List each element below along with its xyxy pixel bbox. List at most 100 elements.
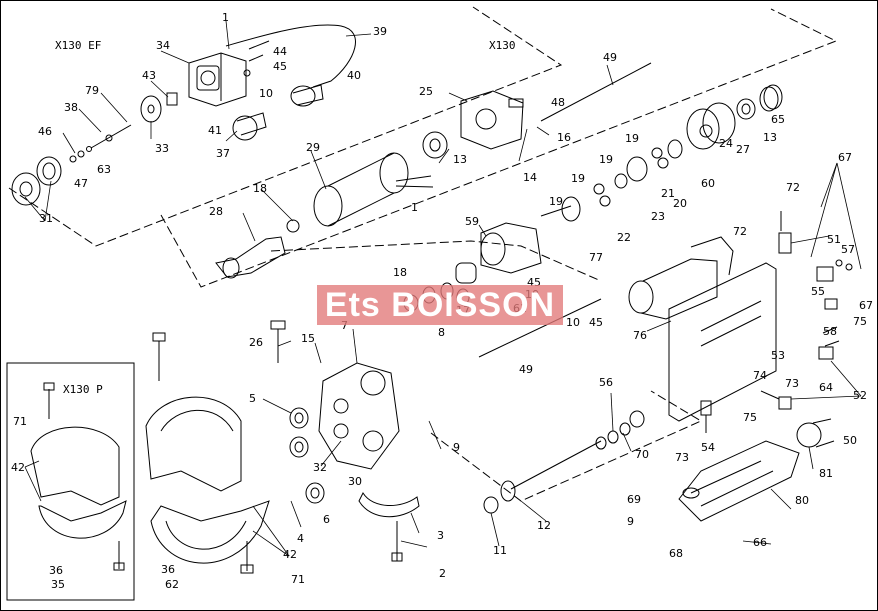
callout-25: 25 [419, 85, 433, 98]
callout-81: 81 [819, 467, 833, 480]
part-27-housing [686, 102, 736, 150]
callout-18: 18 [253, 182, 267, 195]
part-39-cable [225, 24, 356, 88]
group-outline-mid [270, 240, 602, 282]
callout-48: 48 [551, 96, 565, 109]
callout-69: 69 [627, 493, 641, 506]
callout-24: 24 [719, 137, 733, 150]
part-58-connector [818, 326, 840, 360]
callout-51: 51 [827, 233, 841, 246]
part-guard-inset [30, 382, 127, 571]
callout-50: 50 [843, 434, 857, 447]
part-25-flange [460, 90, 524, 150]
callout-2: 2 [439, 567, 446, 580]
part-34-housing [188, 52, 247, 107]
callout-62: 62 [165, 578, 179, 591]
part-72-bracket [778, 211, 792, 254]
callout-31: 31 [39, 212, 53, 225]
callout-56: 56 [599, 376, 613, 389]
callout-42: 42 [11, 461, 25, 474]
callout-12: 12 [537, 519, 551, 532]
callout-32: 32 [313, 461, 327, 474]
part-40-knob [290, 84, 324, 107]
part-48-pin [508, 98, 524, 108]
part-55-terminal [824, 298, 838, 310]
part-6-bearing [305, 482, 325, 504]
callout-43: 43 [142, 69, 156, 82]
callout-57: 57 [841, 243, 855, 256]
callout-44: 44 [273, 45, 287, 58]
callout-70: 70 [635, 448, 649, 461]
part-64-switch [760, 390, 792, 410]
callout-67: 67 [838, 151, 852, 164]
part-31-flange [11, 156, 62, 206]
part-56-bushings [595, 410, 645, 450]
callout-49: 49 [603, 51, 617, 64]
part-50-capacitor [796, 418, 835, 448]
callout-5: 5 [249, 392, 256, 405]
callout-19: 19 [599, 153, 613, 166]
callout-53: 53 [771, 349, 785, 362]
part-2-bolt [391, 521, 403, 562]
callout-1: 1 [222, 11, 229, 24]
part-13-bearing-top [736, 98, 756, 120]
callout-39: 39 [373, 25, 387, 38]
part-washers [69, 124, 132, 163]
callout-38: 38 [64, 101, 78, 114]
group-outline-center [430, 390, 703, 502]
callout-30: 30 [348, 475, 362, 488]
part-37-knob [232, 112, 267, 141]
callout-22: 22 [617, 231, 631, 244]
callout-58: 58 [823, 325, 837, 338]
callout-75: 75 [853, 315, 867, 328]
callout-7: 7 [341, 319, 348, 332]
watermark-ets-boisson: Ets BOISSON [317, 285, 563, 325]
part-12-worm-shaft [483, 440, 602, 514]
part-26-bolt [270, 320, 286, 363]
callout-60: 60 [701, 177, 715, 190]
callout-55: 55 [811, 285, 825, 298]
callout-21: 21 [661, 187, 675, 200]
callout-9: 9 [627, 515, 634, 528]
callout-40: 40 [347, 69, 361, 82]
callout-42: 42 [283, 548, 297, 561]
part-5-bearing [289, 407, 309, 458]
callout-46: 46 [38, 125, 52, 138]
callout-11: 11 [493, 544, 507, 557]
part-guard-center [145, 332, 270, 574]
callout-19: 19 [571, 172, 585, 185]
callout-66: 66 [753, 536, 767, 549]
callout-13: 13 [763, 131, 777, 144]
part-57-connector [816, 259, 853, 282]
callout-1: 1 [411, 201, 418, 214]
callout-10: 10 [566, 316, 580, 329]
part-29-motor [313, 152, 434, 227]
callout-52: 52 [853, 389, 867, 402]
part-33-disc [140, 92, 178, 123]
callout-59: 59 [465, 215, 479, 228]
callout-49: 49 [519, 363, 533, 376]
callout-23: 23 [651, 210, 665, 223]
part-59-gearbox [455, 222, 542, 284]
callout-71: 71 [13, 415, 27, 428]
part-49-shaft-bottom [478, 298, 602, 358]
callout-72: 72 [733, 225, 747, 238]
part-gears [540, 139, 683, 222]
title-x130ef: X130 EF [55, 39, 101, 52]
callout-33: 33 [155, 142, 169, 155]
callout-35: 35 [51, 578, 65, 591]
callout-4: 4 [297, 532, 304, 545]
callout-8: 8 [438, 326, 445, 339]
callout-80: 80 [795, 494, 809, 507]
part-3-clamp [358, 491, 420, 518]
callout-28: 28 [209, 205, 223, 218]
callout-47: 47 [74, 177, 88, 190]
callout-3: 3 [437, 529, 444, 542]
callout-79: 79 [85, 84, 99, 97]
callout-37: 37 [216, 147, 230, 160]
callout-10: 10 [259, 87, 273, 100]
callout-36: 36 [49, 564, 63, 577]
title-x130: X130 [489, 39, 516, 52]
part-49-shaft-top [540, 62, 652, 122]
part-28-rotor [215, 219, 300, 279]
